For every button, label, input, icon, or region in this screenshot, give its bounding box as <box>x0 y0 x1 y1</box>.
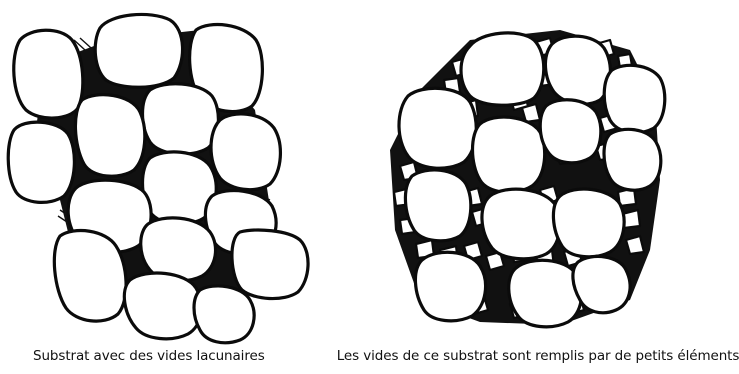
stone <box>604 65 665 132</box>
stone <box>232 230 308 299</box>
stone <box>211 114 280 190</box>
stone <box>573 256 630 312</box>
stone <box>75 95 144 177</box>
caption-substrate-filled: Les vides de ce substrat sont remplis pa… <box>315 348 739 364</box>
stone <box>141 218 216 281</box>
substrate-with-voids-drawing <box>0 0 360 345</box>
stone <box>194 286 254 343</box>
stone <box>604 129 661 190</box>
pebble <box>626 236 644 254</box>
stone <box>553 189 624 257</box>
caption-substrate-with-voids: Substrat avec des vides lacunaires <box>33 348 265 364</box>
panel-substrate-filled: Les vides de ce substrat sont remplis pa… <box>360 0 739 374</box>
stone <box>461 33 544 105</box>
stone <box>473 117 545 192</box>
panel-substrate-with-voids: Substrat avec des vides lacunaires <box>0 0 360 374</box>
stone <box>540 100 601 163</box>
stone <box>143 84 219 155</box>
stone <box>482 189 560 259</box>
substrate-filled-drawing <box>360 0 739 345</box>
stone <box>399 88 476 168</box>
stone <box>54 231 126 322</box>
stone <box>405 170 470 241</box>
stone <box>415 252 485 321</box>
stone <box>95 14 182 87</box>
stone <box>545 36 610 104</box>
stone <box>8 122 74 202</box>
stone <box>509 260 582 327</box>
large-stones-left <box>8 14 308 342</box>
stone <box>124 273 201 339</box>
stone <box>14 30 83 118</box>
